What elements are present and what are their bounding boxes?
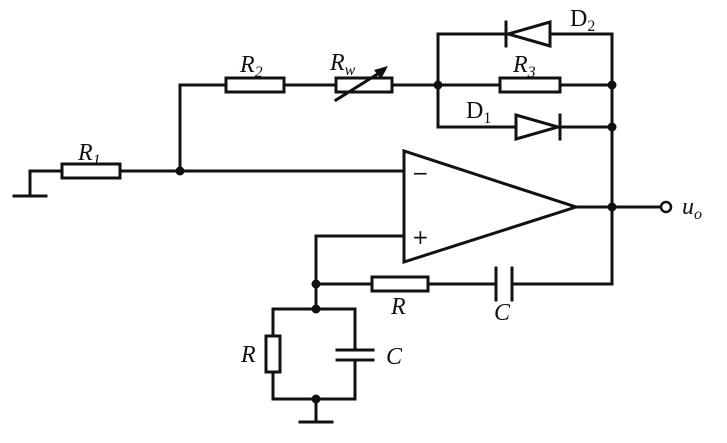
op-amp-triangle <box>402 148 581 265</box>
potentiometer-arrow-icon <box>333 66 388 103</box>
resistor-r2 <box>224 76 286 94</box>
label-r2: R2 <box>239 52 263 81</box>
label-c-shunt: C <box>386 344 403 370</box>
label-r-series: R <box>390 294 406 320</box>
label-r-shunt: R <box>240 342 256 368</box>
capacitor-c-series <box>494 266 514 302</box>
label-r1: R1 <box>77 140 101 169</box>
opamp-plus-sign: + <box>412 225 429 249</box>
resistor-r3 <box>498 76 562 94</box>
label-d2: D2 <box>570 6 595 35</box>
junction-dots <box>175 80 617 404</box>
diode-d2 <box>502 20 552 48</box>
resistor-r1 <box>60 162 122 180</box>
capacitor-c-shunt <box>335 348 375 362</box>
diode-d1 <box>514 113 564 141</box>
output-terminal <box>659 200 673 214</box>
resistor-r-series <box>370 275 430 293</box>
label-r3: R3 <box>512 52 536 81</box>
label-output: uo <box>682 194 702 223</box>
label-c-series: C <box>494 300 511 326</box>
label-rw: Rw <box>329 50 356 79</box>
resistor-rw <box>334 76 394 94</box>
label-d1: D1 <box>466 98 491 127</box>
opamp-minus-sign: − <box>412 161 429 185</box>
resistor-r-shunt <box>264 334 282 374</box>
